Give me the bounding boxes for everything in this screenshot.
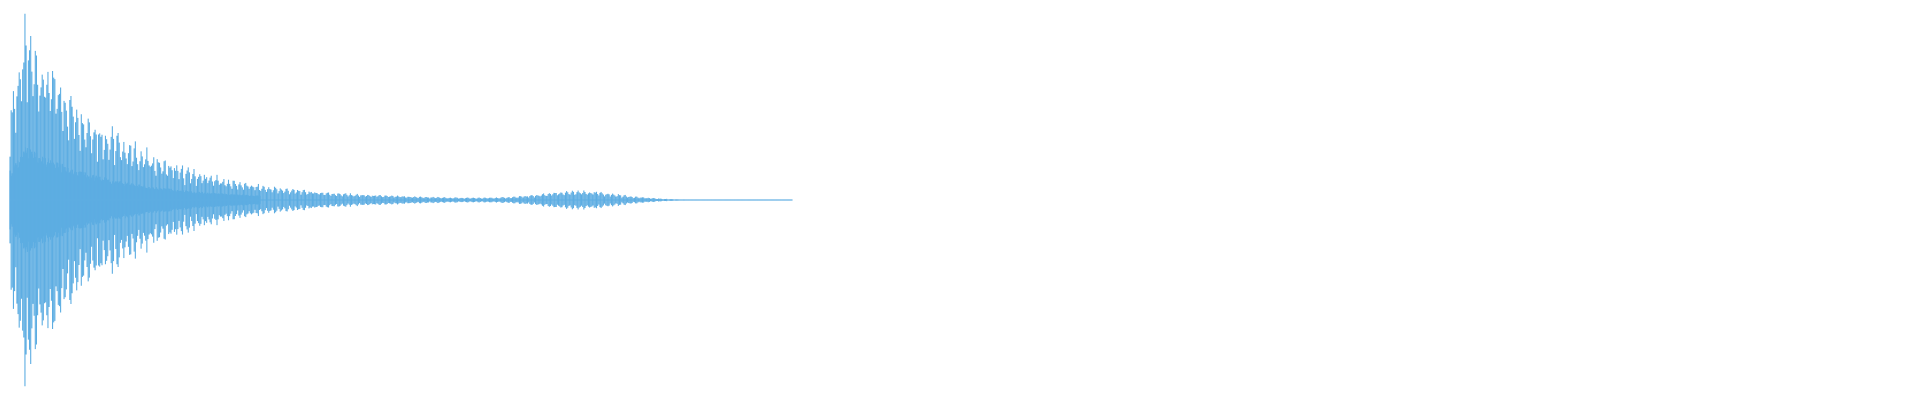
waveform-strokes	[9, 13, 793, 387]
